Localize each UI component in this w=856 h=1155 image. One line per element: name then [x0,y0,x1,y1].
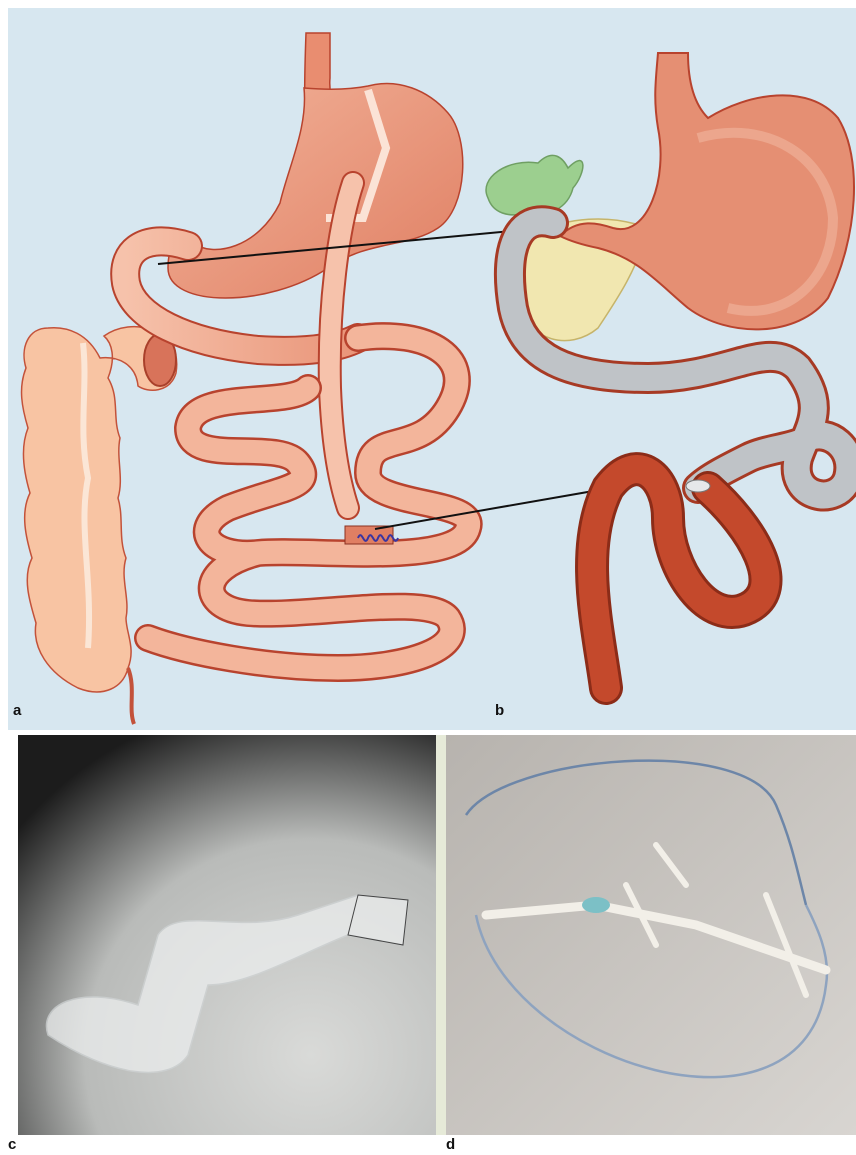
liner-photo [18,735,436,1135]
liner-opening [686,480,710,492]
photo-d-delivery-catheter [446,735,856,1135]
panel-label-a: a [13,702,21,719]
photo-c-liner [18,735,436,1135]
panel-label-d: d [446,1136,455,1153]
panel-label-c: c [8,1136,16,1153]
diagram-panel-ab: a b [8,8,856,730]
catheter-hub [582,897,610,913]
small-intestine-coils-fill [148,336,469,668]
stomach-a [168,84,463,298]
panel-label-b: b [495,702,504,719]
photo-divider [436,735,446,1135]
panel-b-illustration [486,53,854,688]
anatomy-illustration [8,8,856,730]
appendix [128,668,134,724]
catheter-photo [446,735,856,1135]
